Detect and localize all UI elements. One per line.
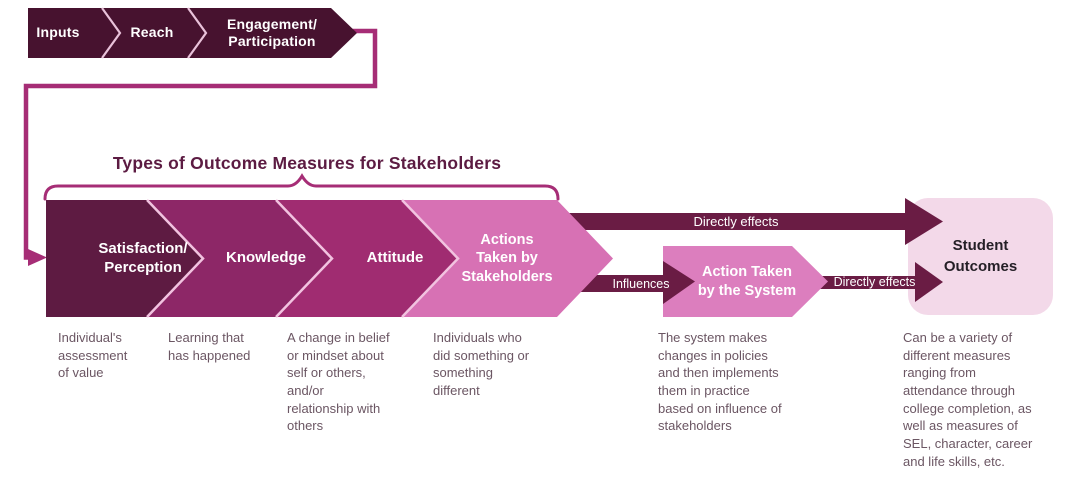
description-knowledge: Learning that has happened bbox=[168, 330, 251, 363]
top-separator-line bbox=[187, 7, 208, 59]
description-outcomes: Can be a variety of different measures r… bbox=[903, 330, 1033, 469]
directly-effects-bottom-arrow bbox=[805, 262, 943, 302]
description-actions: Individuals who did something or somethi… bbox=[433, 330, 530, 399]
top-inputs-chevron bbox=[28, 8, 120, 58]
top-reach-chevron bbox=[102, 8, 206, 58]
feedback-connector-arrowhead-icon bbox=[28, 249, 47, 266]
stage-satisfaction-chevron bbox=[46, 200, 203, 317]
influences-arrow bbox=[575, 261, 695, 304]
stage-separator-line bbox=[401, 199, 460, 318]
description-attitude: A change in belief or mindset about self… bbox=[287, 330, 390, 434]
description-system: The system makes changes in policies and… bbox=[658, 330, 782, 434]
stage-separator-line bbox=[146, 199, 205, 318]
stage-knowledge-chevron bbox=[147, 200, 332, 317]
description-satisfaction: Individual's assessment of value bbox=[58, 330, 128, 381]
diagram-title: Types of Outcome Measures for Stakeholde… bbox=[112, 153, 502, 173]
stages-brace-icon bbox=[43, 173, 560, 201]
directly-effects-top-arrow bbox=[560, 198, 943, 245]
feedback-connector-line bbox=[23, 28, 378, 260]
top-engagement-chevron bbox=[188, 8, 357, 58]
top-separator-line bbox=[101, 7, 122, 59]
stage-attitude-chevron bbox=[276, 200, 458, 317]
action-taken-by-system-shape bbox=[663, 246, 828, 317]
stage-separator-line bbox=[275, 199, 334, 318]
stage-actions-chevron bbox=[402, 200, 613, 317]
student-outcomes-box bbox=[908, 198, 1053, 315]
